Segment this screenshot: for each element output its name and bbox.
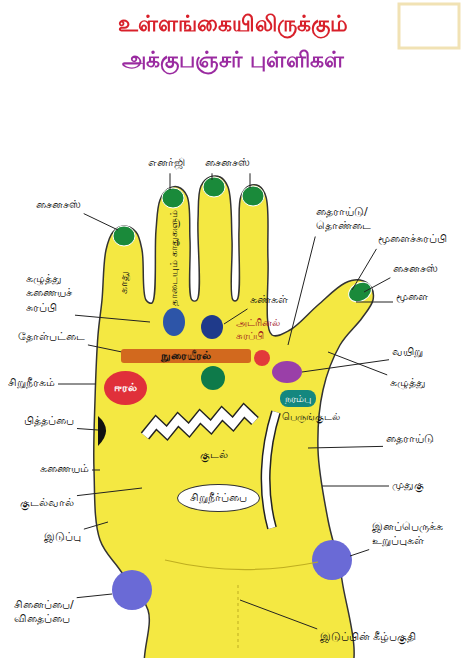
node-label: நரம்பு [285,392,311,405]
organ-label: சைனசஸ் [205,156,250,170]
organ-label: பெருங்குடல் [282,410,340,423]
leader-line [352,249,376,290]
organ-label: சிறுநீரகம் [8,376,55,390]
leader-line [212,173,213,180]
leader-line [84,522,108,529]
organ-label: குடல்வால் [20,496,74,510]
reproductive-point [312,540,352,580]
node-label: சிறுநீர்ப்பை [190,491,247,505]
intestine-outline [145,411,255,437]
organ-label: இடுப்பு [44,530,81,544]
organ-label: கண்கள் [250,293,288,307]
bladder-oval: சிறுநீர்ப்பை [177,484,260,512]
organ-label: அட்ரினல் சுரப்பி [236,316,280,342]
organ-label: மூளைச்சுரப்பி [378,232,447,246]
leader-line [92,470,100,471]
leader-line [77,594,112,598]
leader-line [88,345,122,352]
organ-label: எனர்ஜி [148,156,185,170]
leader-line [77,429,98,430]
ear-point [163,308,185,336]
organ-label: தோள்பட்டை [18,330,85,344]
organ-label: கழுத்து கணையச் சுரப்பி [26,272,72,315]
organ-label: இனப்பெருக்க உறுப்புகள் [372,520,443,549]
leader-line [170,173,171,190]
node-label: ஈரல் [114,381,137,395]
leader-line [322,486,389,487]
leader-line [75,315,150,322]
leader-line [356,302,393,303]
stomach-point [272,361,302,383]
organ-label: சைனசஸ் [36,198,81,212]
liver-blob: ஈரல் [104,371,147,405]
organ-label: தைராய்டு/ தொண்டை [316,205,371,234]
nerve-band: நரம்பு [280,390,316,407]
leader-line [288,237,315,345]
hand-outline [94,176,374,658]
organ-label: பித்தப்பை [24,414,74,428]
wrist-line [238,585,239,650]
finger-tip-point [162,188,184,208]
leader-line [350,550,369,556]
leader-line [328,352,387,375]
lung-band: நுரையீரல் [121,349,251,363]
leader-line [58,384,96,385]
organ-label: குடல் [200,448,228,462]
organ-label: தைராய்டு [386,432,434,446]
organ-label: சைனசஸ் [393,262,438,276]
organ-label: வயிறு [392,345,423,359]
leader-line [77,488,142,496]
organ-label: கழுத்து [390,376,426,390]
organ-label: சினைப்பை/ விதைப்பை [14,598,74,627]
colon-outline [266,412,276,528]
adrenal-point [254,350,270,366]
finger-label: தாடையும் காதுகளும் [168,210,180,306]
leader-line [308,446,383,448]
leader-line [240,600,317,629]
intestine-band [145,411,255,437]
wrist-crease [165,560,318,570]
organ-label: முதுகு [392,478,424,492]
finger-tip-point [242,186,264,206]
gallbladder-point [98,416,106,446]
finger-label: காது [117,271,131,294]
eye-point [201,315,223,339]
diagram-title: உள்ளங்கையிலிருக்கும் அக்குபஞ்சர் புள்ளிக… [0,6,466,78]
organ-label: இடுப்பின் கீழ்பகுதி [320,630,417,644]
leader-line [84,214,118,230]
organ-label: கணையம் [40,462,89,476]
leader-line [250,173,251,188]
organ-label: மூளை [396,290,428,304]
ovary-point [112,570,152,610]
node-label: நுரையீரல் [125,349,247,363]
finger-tip-point [203,177,225,197]
leader-line [364,278,390,292]
lung-point [201,366,225,390]
colon-band [266,412,276,528]
